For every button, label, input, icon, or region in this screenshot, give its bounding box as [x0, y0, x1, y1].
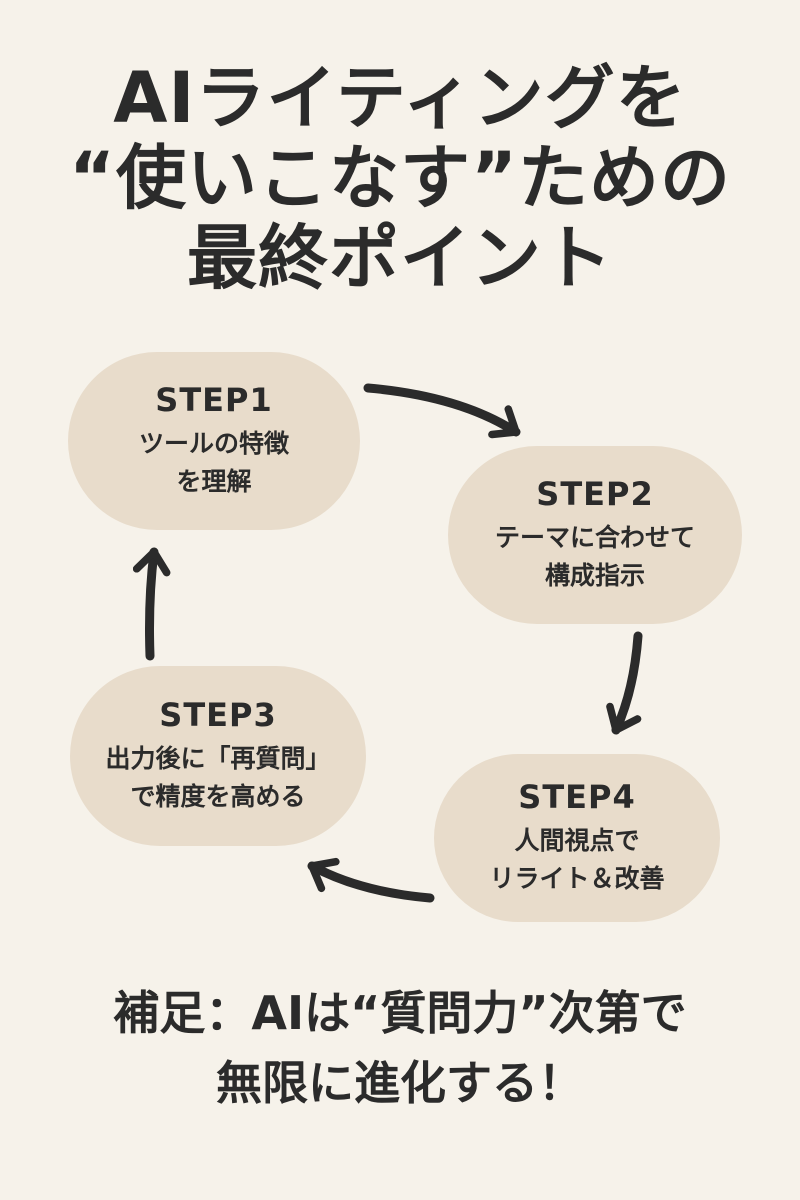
step-4-description: 人間視点で リライト＆改善: [489, 822, 664, 898]
arrow-step3-to-step1: [132, 547, 171, 661]
title-line-2: “使いこなす”ための: [68, 137, 731, 219]
title-line-1: AIライティングを: [113, 57, 687, 139]
arrow-step2-to-step4: [606, 631, 643, 735]
step-4-line-1: 人間視点で: [514, 826, 640, 855]
step-4-line-2: リライト＆改善: [489, 864, 665, 893]
step-1-label: STEP1: [155, 381, 273, 419]
step-2-label: STEP2: [536, 475, 654, 513]
step-4-label: STEP4: [518, 778, 636, 816]
page-title: AIライティングを “使いこなす”ための 最終ポイント: [0, 58, 800, 298]
note-line-1: 補足：AIは“質問力”次第で: [113, 986, 687, 1040]
step-2-line-2: 構成指示: [544, 561, 645, 590]
step-1-description: ツールの特徴 を理解: [139, 425, 289, 501]
step-1-line-1: ツールの特徴: [138, 429, 289, 458]
step-2-line-1: テーマに合わせて: [494, 523, 695, 552]
step-1-line-2: を理解: [176, 467, 252, 496]
step-3-line-1: 出力後に「再質問」: [105, 744, 331, 773]
arrow-step4-to-step3: [307, 857, 435, 903]
step-3-line-2: で精度を高める: [130, 782, 306, 811]
step-2-description: テーマに合わせて 構成指示: [495, 519, 695, 595]
step-3-description: 出力後に「再質問」 で精度を高める: [105, 740, 330, 816]
step-3-node: STEP3 出力後に「再質問」 で精度を高める: [70, 666, 366, 846]
title-line-3: 最終ポイント: [187, 217, 613, 299]
note-line-2: 無限に進化する！: [216, 1056, 584, 1110]
supplement-note: 補足：AIは“質問力”次第で 無限に進化する！: [0, 978, 800, 1118]
step-2-node: STEP2 テーマに合わせて 構成指示: [448, 446, 742, 624]
arrow-step1-to-step2: [363, 383, 521, 439]
step-3-label: STEP3: [159, 696, 277, 734]
step-4-node: STEP4 人間視点で リライト＆改善: [434, 754, 720, 922]
step-1-node: STEP1 ツールの特徴 を理解: [68, 352, 360, 530]
